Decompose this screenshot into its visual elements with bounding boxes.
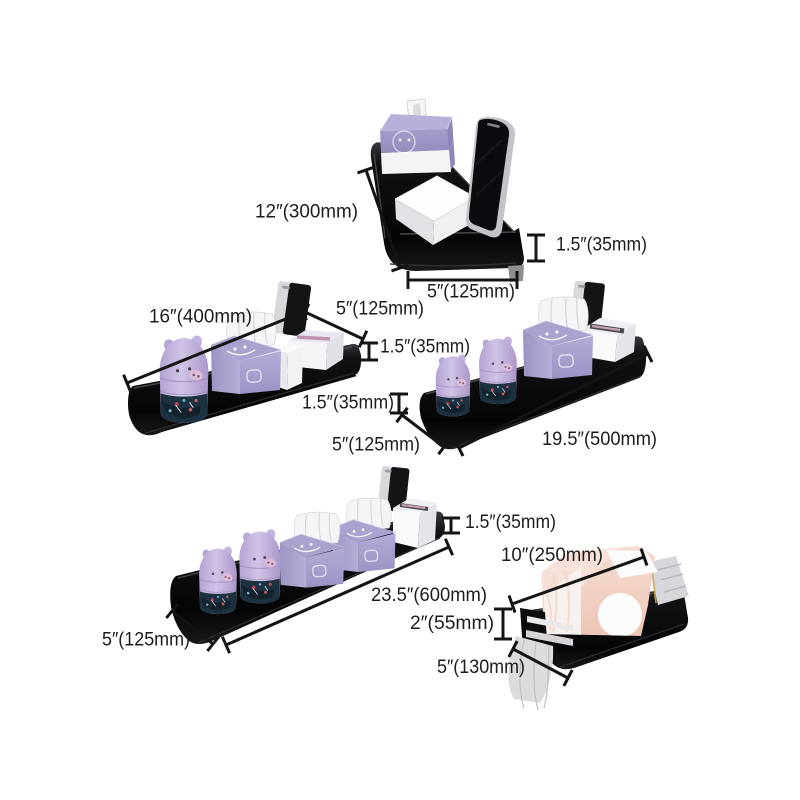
- svg-text:2″(55mm): 2″(55mm): [410, 612, 494, 634]
- svg-text:10″(250mm): 10″(250mm): [501, 544, 603, 566]
- svg-text:23.5″(600mm): 23.5″(600mm): [371, 584, 487, 606]
- svg-text:1.5″(35mm): 1.5″(35mm): [465, 511, 556, 533]
- svg-text:5″(130mm): 5″(130mm): [437, 656, 525, 678]
- svg-text:5″(125mm): 5″(125mm): [427, 280, 515, 302]
- svg-text:19.5″(500mm): 19.5″(500mm): [542, 428, 657, 450]
- svg-text:5″(125mm): 5″(125mm): [336, 297, 424, 319]
- svg-text:5″(125mm): 5″(125mm): [102, 628, 190, 650]
- svg-text:5″(125mm): 5″(125mm): [332, 433, 420, 455]
- svg-text:12″(300mm): 12″(300mm): [255, 200, 358, 222]
- svg-text:1.5″(35mm): 1.5″(35mm): [302, 391, 394, 413]
- svg-text:16″(400mm): 16″(400mm): [149, 305, 252, 327]
- svg-text:1.5″(35mm): 1.5″(35mm): [380, 335, 470, 357]
- svg-text:1.5″(35mm): 1.5″(35mm): [556, 233, 647, 255]
